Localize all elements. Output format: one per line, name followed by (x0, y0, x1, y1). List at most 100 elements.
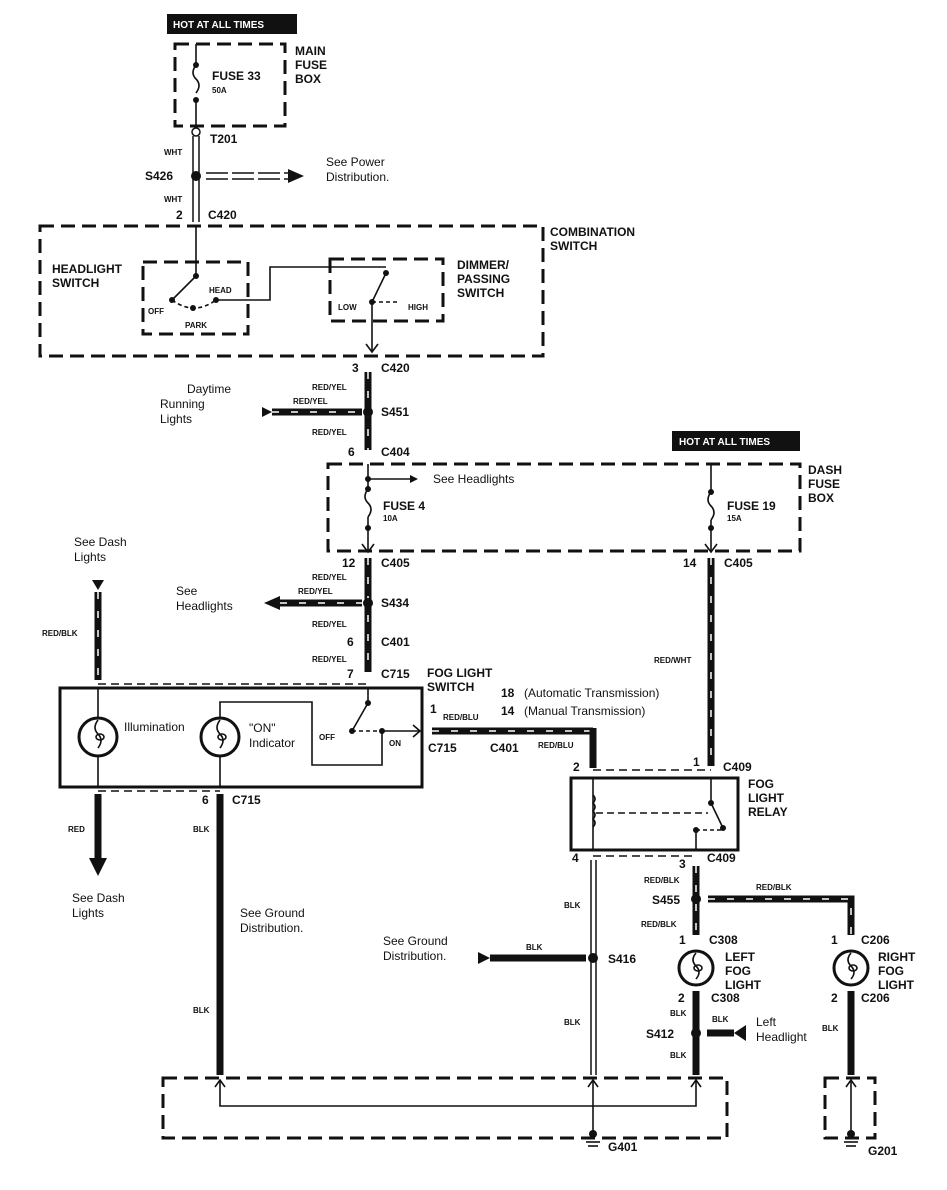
svg-text:HOT AT ALL TIMES: HOT AT ALL TIMES (173, 20, 264, 31)
svg-text:BLK: BLK (193, 825, 210, 834)
fuse-4-label: FUSE 4 (383, 499, 425, 513)
see-dash-lights-link-bottom[interactable]: See Dash (72, 891, 125, 905)
svg-text:2: 2 (831, 991, 838, 1005)
svg-text:RED/YEL: RED/YEL (312, 655, 347, 664)
svg-text:Lights[interactable]: Lights (74, 550, 106, 564)
svg-text:18: 18 (501, 686, 515, 700)
svg-text:Distribution.[interactable]: Distribution. (383, 949, 446, 963)
c409-bottom-label: C409 (707, 851, 736, 865)
svg-text:LIGHT: LIGHT (748, 791, 785, 805)
svg-text:FOG: FOG (878, 964, 904, 978)
s426-label: S426 (145, 169, 173, 183)
svg-text:OFF: OFF (319, 733, 335, 742)
svg-text:14: 14 (501, 704, 515, 718)
svg-text:SWITCH: SWITCH (457, 286, 504, 300)
svg-text:BLK: BLK (526, 943, 543, 952)
fuse-33-rating: 50A (212, 86, 227, 95)
c715-right-label: C715 (428, 741, 457, 755)
see-headlights-link-left[interactable]: See (176, 584, 198, 598)
svg-text:1: 1 (430, 702, 437, 716)
s455-splice-icon (691, 894, 701, 904)
svg-text:SWITCH: SWITCH (427, 680, 474, 694)
arrow-right-icon (410, 475, 418, 483)
svg-text:Lights[interactable]: Lights (160, 412, 192, 426)
svg-text:Running[interactable]: Running (160, 397, 205, 411)
c715-bottom-label: C715 (232, 793, 261, 807)
on-indicator-bulb-icon (199, 701, 383, 787)
svg-text:PARK: PARK (185, 321, 207, 330)
svg-text:BLK: BLK (564, 901, 581, 910)
dash-fuse-box-title: DASH (808, 463, 842, 477)
t201-label: T201 (210, 132, 238, 146)
daytime-running-lights-link[interactable]: Daytime (187, 382, 231, 396)
relay-coil-switch-icon (591, 778, 726, 850)
arrow-right-icon (288, 169, 304, 183)
s426-splice-icon (191, 171, 201, 181)
wire-color-red-wht: RED/WHT (654, 656, 691, 665)
svg-text:BLK: BLK (822, 1024, 839, 1033)
headlight-switch-icon (169, 226, 386, 311)
see-dash-lights-link-top[interactable]: See Dash (74, 535, 127, 549)
ground-g401-icon (586, 1130, 600, 1147)
see-ground-distribution-link-left[interactable]: See Ground (240, 906, 305, 920)
svg-text:(Automatic Transmission): (Automatic Transmission) (524, 686, 659, 700)
svg-text:Headlights[interactable]: Headlights (176, 599, 233, 613)
c715-top-label: C715 (381, 667, 410, 681)
svg-text:RED/BLU: RED/BLU (443, 713, 479, 722)
fuse-19-label: FUSE 19 (727, 499, 776, 513)
c206-top-label: C206 (861, 933, 890, 947)
svg-text:ON: ON (389, 739, 401, 748)
svg-text:Headlight[interactable]: Headlight (756, 1030, 807, 1044)
svg-text:1: 1 (693, 755, 700, 769)
ground-g201-box (823, 1076, 877, 1140)
svg-text:LIGHT: LIGHT (725, 978, 762, 992)
svg-text:RED/YEL: RED/YEL (312, 620, 347, 629)
svg-text:"ON": "ON" (249, 721, 276, 735)
combination-switch-box (38, 224, 545, 358)
c308-bottom-label: C308 (711, 991, 740, 1005)
fog-light-switch-icon (349, 688, 422, 738)
fog-light-switch-box (58, 686, 424, 789)
see-power-distribution-link[interactable]: See Power (326, 155, 385, 169)
ground-g201-icon (844, 1078, 858, 1147)
t201-terminal-icon (191, 127, 201, 137)
svg-text:Distribution.[interactable]: Distribution. (326, 170, 389, 184)
c420-connector-label: C420 (208, 208, 237, 222)
svg-text:Lights[interactable]: Lights (72, 906, 104, 920)
svg-text:Illumination: Illumination (124, 720, 185, 734)
dimmer-passing-switch-box (328, 257, 445, 323)
see-headlights-link-top[interactable]: See Headlights (433, 472, 514, 486)
svg-text:3: 3 (352, 361, 359, 375)
svg-text:Distribution.[interactable]: Distribution. (240, 921, 303, 935)
svg-text:OFF: OFF (148, 307, 164, 316)
svg-text:HIGH: HIGH (408, 303, 428, 312)
svg-text:BLK: BLK (193, 1006, 210, 1015)
left-headlight-link[interactable]: Left (756, 1015, 777, 1029)
right-fog-light-title: RIGHT (878, 950, 916, 964)
left-fog-light-title: LEFT (725, 950, 756, 964)
c401-top-label: C401 (381, 635, 410, 649)
c308-top-label: C308 (709, 933, 738, 947)
svg-text:FUSE: FUSE (808, 477, 840, 491)
c420-bottom-label: C420 (381, 361, 410, 375)
svg-text:BLK: BLK (670, 1009, 687, 1018)
s451-splice-icon (363, 407, 373, 417)
headlight-switch-title: HEADLIGHT (52, 262, 123, 276)
c404-label: C404 (381, 445, 410, 459)
combination-switch-title: COMBINATION (550, 225, 635, 239)
see-ground-distribution-link-right[interactable]: See Ground (383, 934, 448, 948)
svg-text:3: 3 (679, 857, 686, 871)
svg-text:1: 1 (831, 933, 838, 947)
svg-text:BOX: BOX (295, 72, 321, 86)
svg-text:SWITCH: SWITCH (550, 239, 597, 253)
dimmer-switch-icon (365, 270, 398, 354)
s434-splice-icon (363, 598, 373, 608)
g401-label: G401 (608, 1140, 638, 1154)
s412-label: S412 (646, 1027, 674, 1041)
c401-right-label: C401 (490, 741, 519, 755)
svg-text:RED: RED (68, 825, 85, 834)
svg-text:RED/YEL: RED/YEL (312, 573, 347, 582)
svg-text:RELAY: RELAY (748, 805, 788, 819)
svg-text:RED/YEL: RED/YEL (293, 397, 328, 406)
ground-bus-icon (214, 1078, 702, 1134)
